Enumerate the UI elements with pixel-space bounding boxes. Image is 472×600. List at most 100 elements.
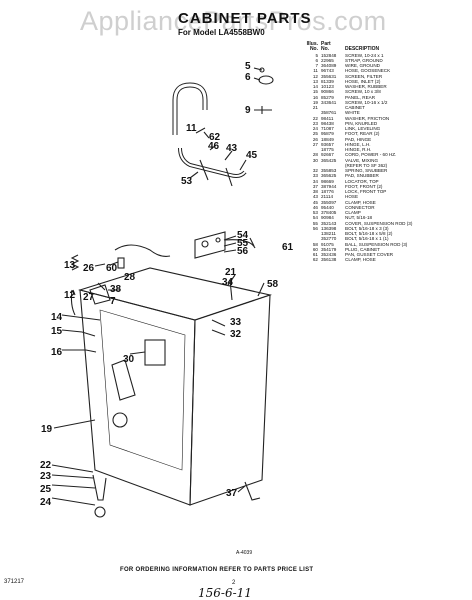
part-no-cell: 91075: [321, 241, 334, 247]
header-description: DESCRIPTION: [345, 46, 380, 53]
illus-no-cell: 12: [312, 73, 318, 79]
illus-no-cell: 38: [312, 189, 318, 194]
leveling-foot: [94, 506, 106, 518]
callout-53: 53: [181, 176, 193, 187]
illus-no-cell: 23: [312, 120, 318, 126]
description-cell: HOSE, GOOSENECK: [345, 68, 391, 74]
part-no-cell: 22965: [321, 57, 334, 63]
callout-23: 23: [40, 471, 52, 482]
callout-32: 32: [230, 329, 242, 340]
illus-no-cell: 54: [312, 215, 318, 221]
part-no-cell: 343641: [321, 99, 337, 105]
description-cell: HOSE, INLET (2): [345, 78, 381, 84]
callout-15: 15: [51, 326, 63, 337]
illus-no-cell: 34: [312, 178, 318, 184]
description-cell: SPRING, SNUBBER: [345, 168, 388, 173]
description-cell: PAN, GUSSET COVER: [345, 252, 394, 257]
description-cell: FOOT, REAR (2): [345, 131, 380, 137]
diagram-code: A-4039: [236, 550, 253, 556]
description-cell: PLUG, CABINET: [345, 246, 380, 252]
callout-16: 16: [51, 347, 63, 358]
part-no-cell: 21114: [321, 194, 334, 200]
page-subtitle: For Model LA4558BW0: [178, 28, 265, 37]
callout-19: 19: [41, 424, 53, 435]
document-code: 371217: [4, 579, 25, 585]
description-cell: WHITE: [345, 110, 360, 116]
mixing-valve: [144, 339, 166, 366]
part-no-cell: 10123: [321, 84, 334, 89]
ordering-note: FOR ORDERING INFORMATION REFER TO PARTS …: [120, 567, 314, 573]
part-no-cell: 355853: [321, 168, 337, 173]
description-cell: LOCK, FRONT TOP: [345, 189, 387, 194]
callout-34: 34: [222, 277, 234, 288]
watermark: AppliancePartsPros.com: [80, 6, 387, 36]
illus-no-cell: 5: [315, 52, 318, 58]
table-row: 358761 WHITE: [304, 110, 470, 115]
illus-no-cell: 62: [312, 257, 318, 263]
part-no-cell: 365425: [321, 157, 337, 163]
illus-no-cell: 33: [312, 173, 318, 179]
description-cell: (REFER TO SF 362): [345, 162, 388, 168]
part-no-cell: 358761: [321, 110, 337, 116]
hose-12: [70, 289, 76, 316]
description-cell: VALVE, MIXING: [345, 157, 379, 163]
description-cell: CORD, POWER - 60 HZ.: [345, 152, 397, 158]
rear-foot: [92, 474, 107, 501]
description-cell: STRAP, GROUND: [345, 57, 383, 63]
description-cell: HINGE, R.H.: [345, 147, 372, 152]
header-no: No.: [309, 46, 318, 53]
page-number: 2: [232, 580, 236, 586]
part-no-cell: 387944: [321, 183, 337, 189]
hose-61: [224, 239, 256, 249]
illus-no-cell: 58: [312, 241, 318, 247]
description-cell: PAD, HINGE: [345, 136, 372, 142]
illus-no-cell: 13: [312, 78, 318, 84]
callout-7: 7: [110, 296, 116, 307]
description-cell: CLAMP, HOSE: [345, 257, 376, 263]
illus-no-cell: 28: [312, 152, 318, 158]
callout-26: 26: [83, 263, 95, 274]
callout-58: 58: [267, 279, 279, 290]
callout-25: 25: [40, 484, 52, 495]
part-no-cell: 364089: [321, 63, 337, 68]
callout-37: 37: [226, 488, 238, 499]
description-cell: PANEL, REAR: [345, 94, 376, 100]
illus-no-cell: 21: [312, 105, 318, 110]
callout-22: 22: [40, 460, 52, 471]
callout-21: 21: [225, 267, 237, 278]
part-no-cell: 18849: [321, 136, 334, 142]
illus-no-cell: 16: [312, 94, 318, 100]
part-no-cell: 352770: [321, 236, 337, 242]
part-no-cell: 356138: [321, 257, 337, 263]
description-cell: LOCATOR, TOP: [345, 178, 379, 184]
illus-no-cell: 6: [315, 57, 318, 63]
description-cell: HOSE: [345, 194, 359, 200]
part-no-cell: 95879: [321, 131, 334, 137]
illus-no-cell: 11: [313, 68, 318, 74]
part-no-cell: 136398: [321, 225, 337, 231]
cabinet-left-side: [79, 289, 196, 506]
illus-no-cell: 25: [312, 131, 318, 137]
